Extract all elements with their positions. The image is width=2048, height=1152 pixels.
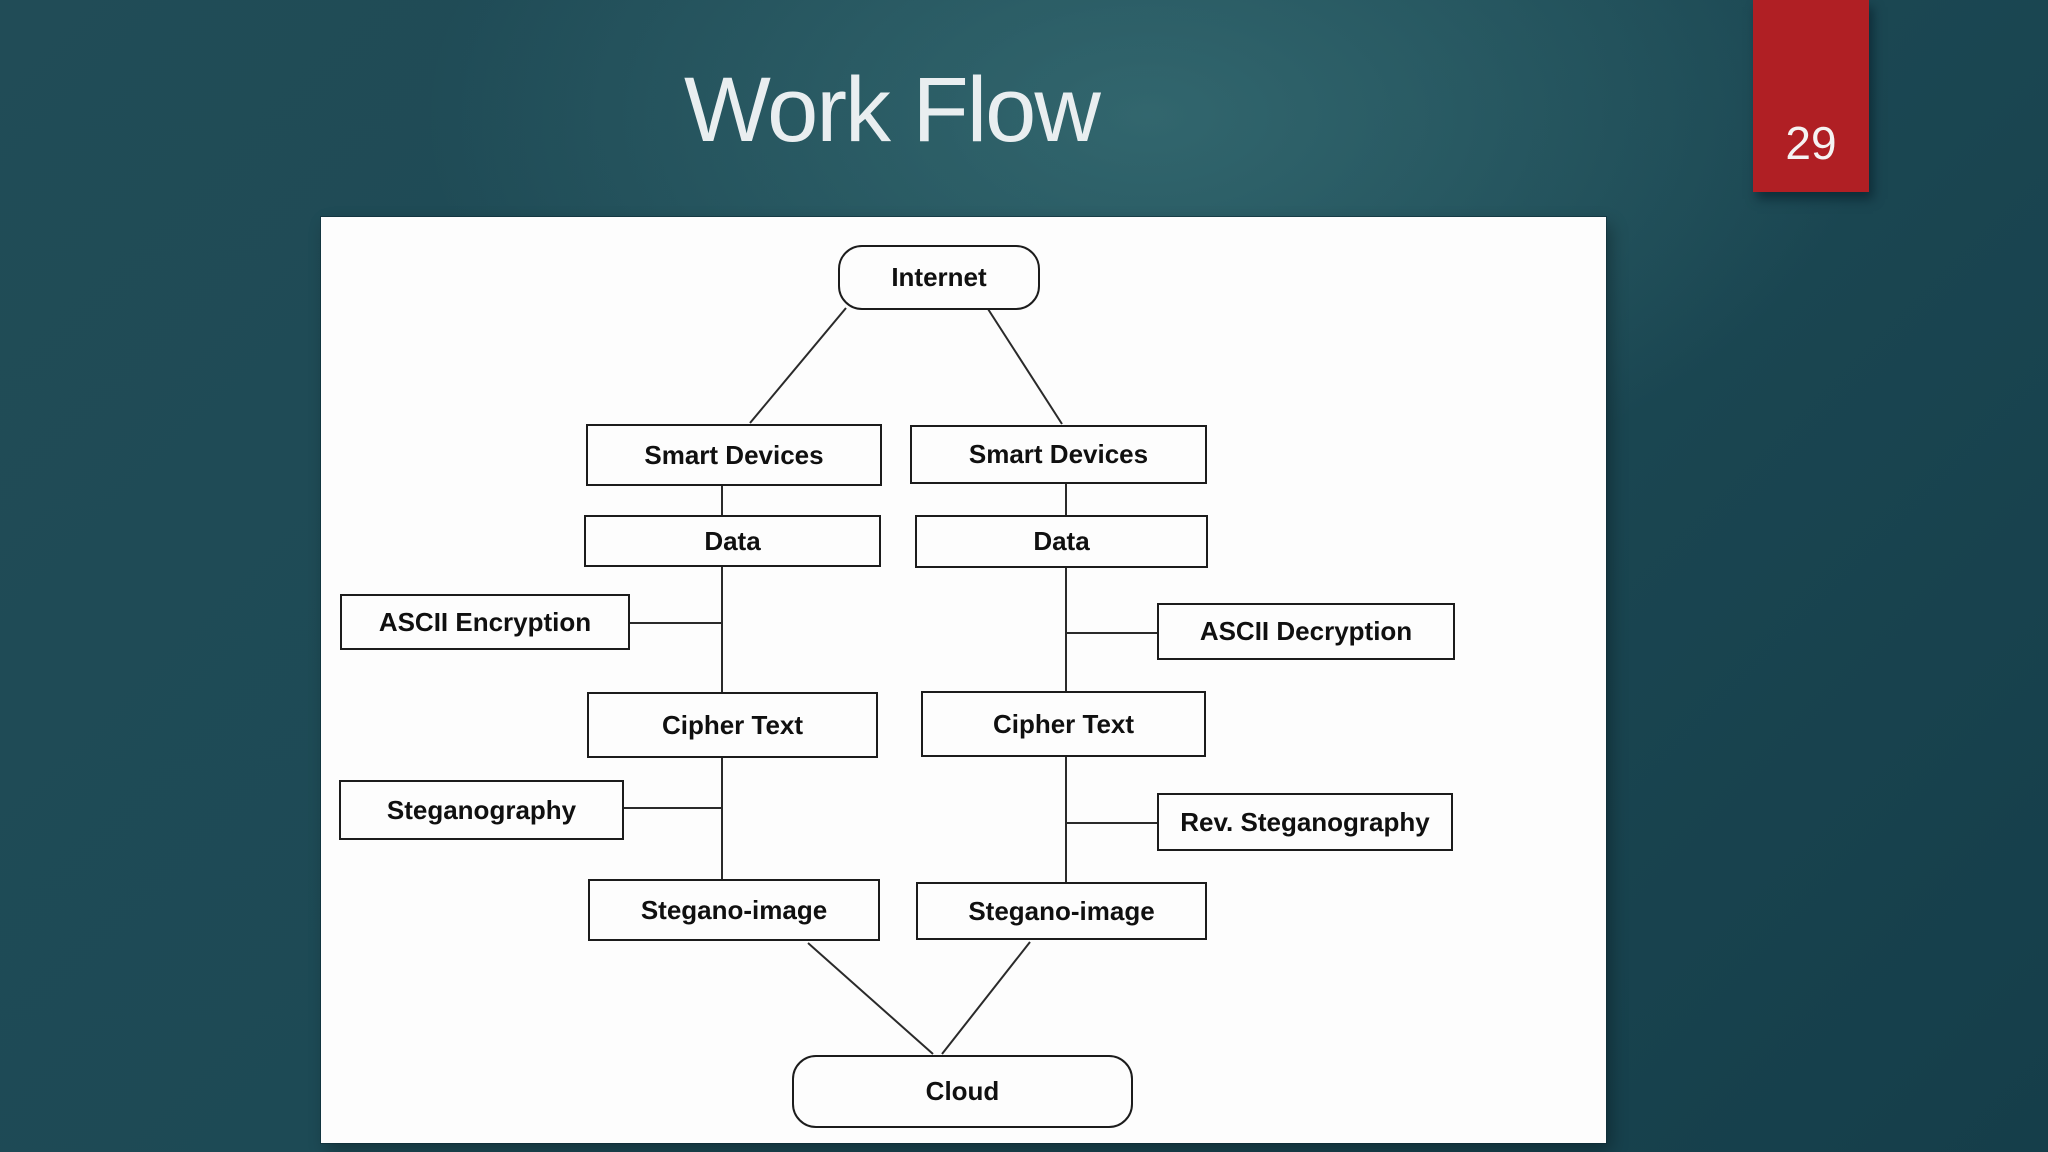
flow-node-rev-steganography-label: Rev. Steganography — [1180, 806, 1430, 837]
flow-node-stegano-image-left-label: Stegano-image — [640, 894, 828, 925]
flow-node-internet-label: Internet — [891, 262, 987, 292]
flow-node-smart-devices-left-label: Smart Devices — [644, 439, 824, 470]
flowchart-panel: Internet Smart Devices Smart Devices Dat… — [321, 217, 1606, 1143]
flow-node-cloud: Cloud — [792, 1055, 1133, 1128]
flowchart-connectors — [624, 307, 1157, 1055]
flow-node-cipher-text-left-label: Cipher Text — [661, 709, 804, 740]
slide-number: 29 — [1785, 117, 1837, 169]
flow-node-data-left-label: Data — [704, 525, 761, 556]
flow-node-ascii-decryption: ASCII Decryption — [1157, 603, 1455, 660]
flow-node-ascii-encryption: ASCII Encryption — [340, 594, 630, 650]
flow-node-stegano-image-right: Stegano-image — [916, 882, 1207, 940]
flow-node-data-right: Data — [915, 515, 1208, 568]
flow-node-smart-devices-right-label: Smart Devices — [968, 439, 1149, 469]
flow-node-data-left: Data — [584, 515, 881, 567]
flow-node-cipher-text-right-label: Cipher Text — [992, 708, 1135, 739]
flow-node-smart-devices-right: Smart Devices — [910, 425, 1207, 484]
flow-node-smart-devices-left: Smart Devices — [586, 424, 882, 486]
flow-node-stegano-image-left: Stegano-image — [588, 879, 880, 941]
slide-number-badge: 29 — [1753, 0, 1869, 192]
flow-node-stegano-image-right-label: Stegano-image — [968, 895, 1155, 926]
flow-node-internet: Internet — [838, 245, 1040, 310]
flow-node-cipher-text-right: Cipher Text — [921, 691, 1206, 757]
flow-node-data-right-label: Data — [1033, 526, 1090, 556]
flow-node-cloud-label: Cloud — [925, 1076, 1000, 1106]
flow-node-ascii-decryption-label: ASCII Decryption — [1199, 616, 1413, 646]
edge-internet-smartdevices-right — [987, 308, 1063, 425]
flow-node-cipher-text-left: Cipher Text — [587, 692, 878, 758]
flow-node-steganography: Steganography — [339, 780, 624, 840]
edge-steganoimage-cloud-right — [941, 941, 1031, 1055]
flow-node-ascii-encryption-label: ASCII Encryption — [378, 606, 592, 637]
flow-node-steganography-label: Steganography — [386, 794, 577, 825]
flow-node-rev-steganography: Rev. Steganography — [1157, 793, 1453, 851]
page-title: Work Flow — [684, 59, 1101, 161]
edge-steganoimage-cloud-left — [807, 942, 934, 1055]
edge-internet-smartdevices-left — [749, 307, 847, 424]
